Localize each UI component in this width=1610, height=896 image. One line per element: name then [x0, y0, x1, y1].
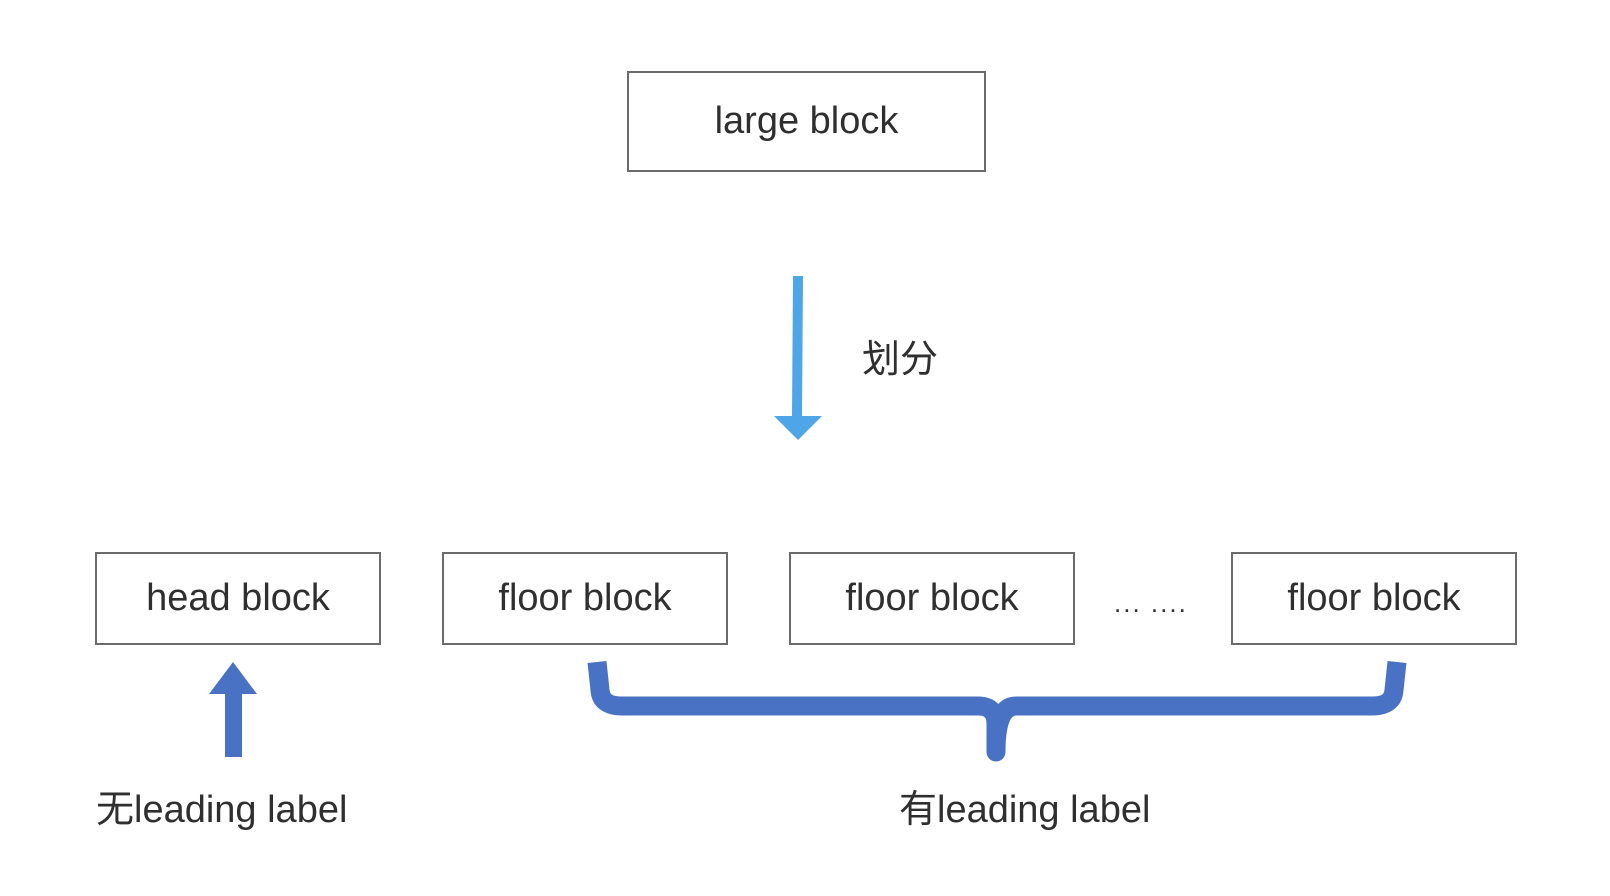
floor-block-3-label: floor block — [1287, 577, 1461, 619]
head-block: head block — [95, 552, 381, 645]
left-caption: 无leading label — [96, 789, 348, 831]
right-caption: 有leading label — [899, 789, 1151, 831]
large-block-label: large block — [714, 100, 899, 142]
floor-block-1: floor block — [442, 552, 728, 645]
head-block-label: head block — [146, 577, 330, 619]
floor-blocks-brace — [587, 660, 1407, 762]
split-label: 划分 — [862, 339, 939, 381]
floor-block-2: floor block — [789, 552, 1075, 645]
head-block-up-arrow — [209, 662, 257, 757]
large-block: large block — [627, 71, 986, 172]
floor-block-3: floor block — [1231, 552, 1517, 645]
floor-block-1-label: floor block — [498, 577, 672, 619]
split-arrow — [774, 275, 822, 440]
ellipsis: ... .... — [1114, 588, 1188, 618]
floor-block-2-label: floor block — [845, 577, 1019, 619]
